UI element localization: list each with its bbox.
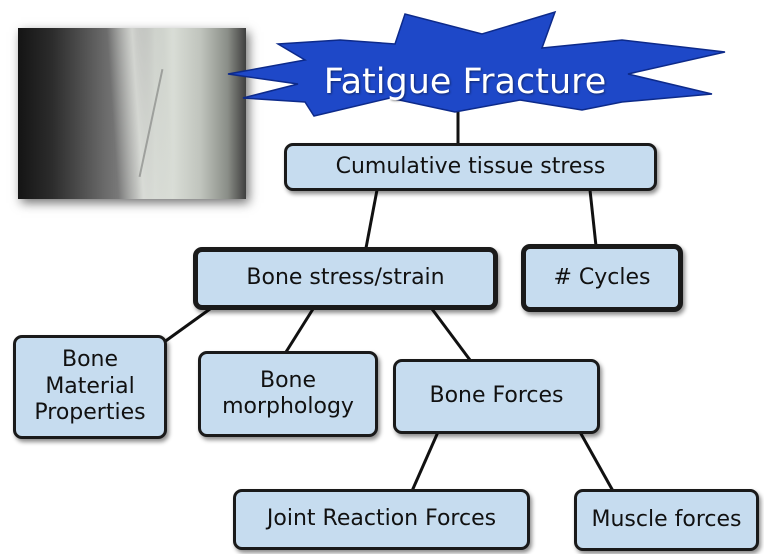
- node-joint-reaction-forces: Joint Reaction Forces: [233, 489, 530, 550]
- node-label: Bone Forces: [429, 383, 563, 409]
- connector-bone-stress-morphology: [286, 309, 313, 352]
- node-cycles: # Cycles: [521, 244, 683, 312]
- node-cumulative-tissue-stress: Cumulative tissue stress: [284, 143, 657, 191]
- node-bone-material-properties: Bone Material Properties: [13, 335, 167, 439]
- connector-cumulative-cycles: [590, 190, 596, 246]
- node-muscle-forces: Muscle forces: [574, 489, 759, 551]
- node-label: Bone stress/strain: [246, 265, 444, 291]
- connector-forces-joint: [412, 432, 438, 491]
- node-label: Bone Material Properties: [34, 347, 145, 426]
- diagram-title: Fatigue Fracture: [305, 56, 625, 108]
- connector-forces-muscle: [580, 432, 613, 491]
- node-label: Muscle forces: [592, 507, 742, 533]
- node-bone-morphology: Bone morphology: [198, 351, 378, 437]
- node-bone-stress-strain: Bone stress/strain: [193, 247, 498, 310]
- node-label: # Cycles: [553, 265, 650, 291]
- node-bone-forces: Bone Forces: [393, 359, 600, 434]
- connector-bone-stress-forces: [432, 309, 470, 360]
- bone-xray-image: [18, 28, 246, 199]
- node-label: Bone morphology: [222, 368, 354, 421]
- connector-cumulative-bone-stress: [366, 190, 377, 248]
- connector-bone-stress-material: [160, 309, 210, 345]
- node-label: Cumulative tissue stress: [336, 154, 606, 180]
- node-label: Joint Reaction Forces: [267, 506, 496, 532]
